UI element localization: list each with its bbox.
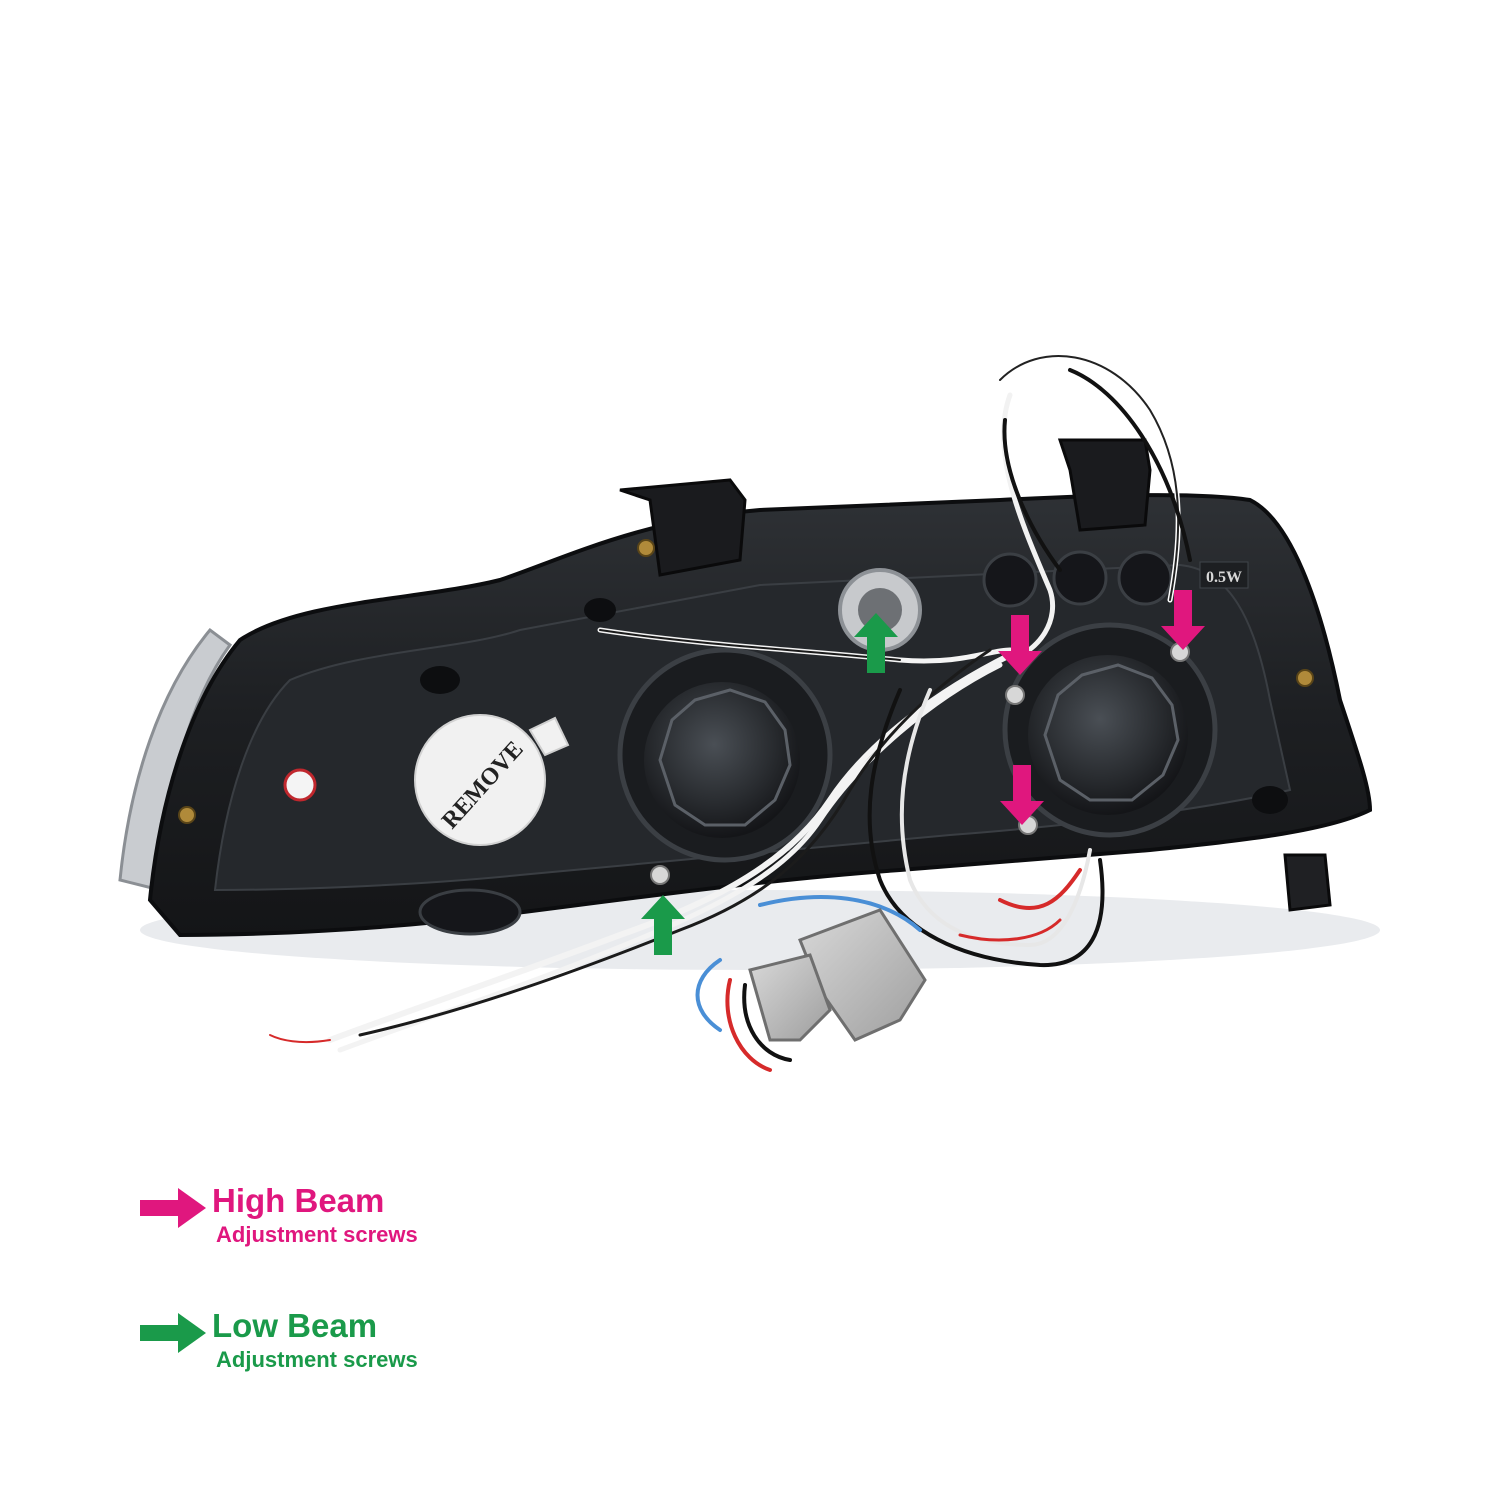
remove-sticker (414, 714, 546, 846)
warning-label (283, 768, 317, 802)
green-arrow-icon (140, 1313, 206, 1353)
legend-low-beam: Low Beam Adjustment screws (140, 1307, 560, 1387)
high-beam-arrow-1 (998, 615, 1042, 675)
adjustment-screw (650, 865, 670, 885)
left-projector (644, 682, 800, 838)
wire-connector-small (748, 953, 832, 1042)
legend-low-beam-title: Low Beam (212, 1307, 378, 1344)
remove-sticker-tab (528, 716, 570, 757)
mounting-tab-left (619, 478, 747, 577)
pink-arrow-icon (140, 1188, 206, 1228)
housing-hole (420, 666, 460, 694)
mounting-tab-bottom-right (1283, 853, 1332, 912)
housing-hole (1252, 786, 1288, 814)
adjustment-screw (1005, 685, 1025, 705)
screw (1296, 669, 1314, 687)
legend-high-beam-title: High Beam (212, 1182, 385, 1219)
high-beam-arrow-3 (1000, 765, 1044, 825)
screw (178, 806, 196, 824)
rating-label-box (1199, 561, 1249, 589)
high-beam-arrow-2 (1161, 590, 1205, 650)
wire-grommet (418, 888, 522, 936)
low-beam-arrow-2 (641, 895, 685, 955)
right-projector (1028, 655, 1188, 815)
right-projector-teeth (1043, 663, 1180, 802)
low-beam-arrow-1 (854, 613, 898, 673)
legend-low-beam-subtitle: Adjustment screws (216, 1347, 418, 1372)
bulb-socket (982, 552, 1038, 608)
left-projector-teeth (658, 688, 792, 827)
bulb-socket (1117, 550, 1173, 606)
wiring-harness (269, 353, 1192, 1072)
bulb-socket (1052, 550, 1108, 606)
legend-high-beam-subtitle: Adjustment screws (216, 1222, 418, 1247)
housing-hole (584, 598, 616, 622)
rating-label: 0.5W (1206, 569, 1242, 586)
screw (637, 539, 655, 557)
legend-high-beam: High Beam Adjustment screws (140, 1182, 560, 1262)
